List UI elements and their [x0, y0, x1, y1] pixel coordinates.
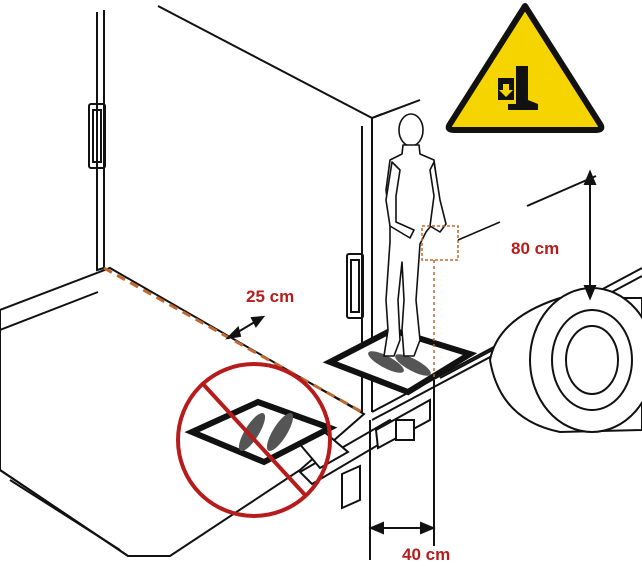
truck-wheel [488, 287, 642, 434]
footprints-icon [238, 412, 294, 452]
height-dimension [457, 169, 597, 301]
crushing-hazard-warning-icon [445, 3, 605, 133]
person-figure [383, 113, 447, 357]
no-standing-prohibition-icon [176, 362, 332, 518]
width-dimension-label: 40 cm [400, 545, 453, 564]
gap-dimension-label: 25 cm [244, 287, 297, 306]
standing-mat [322, 326, 478, 396]
gap-dashed-line [103, 266, 363, 414]
lift-mechanism [296, 398, 431, 510]
gap-dimension-arrow [225, 315, 266, 340]
height-dimension-label: 80 cm [509, 239, 562, 258]
footprints-icon [368, 351, 431, 376]
control-pendant [421, 225, 459, 400]
width-dimension [368, 380, 436, 560]
